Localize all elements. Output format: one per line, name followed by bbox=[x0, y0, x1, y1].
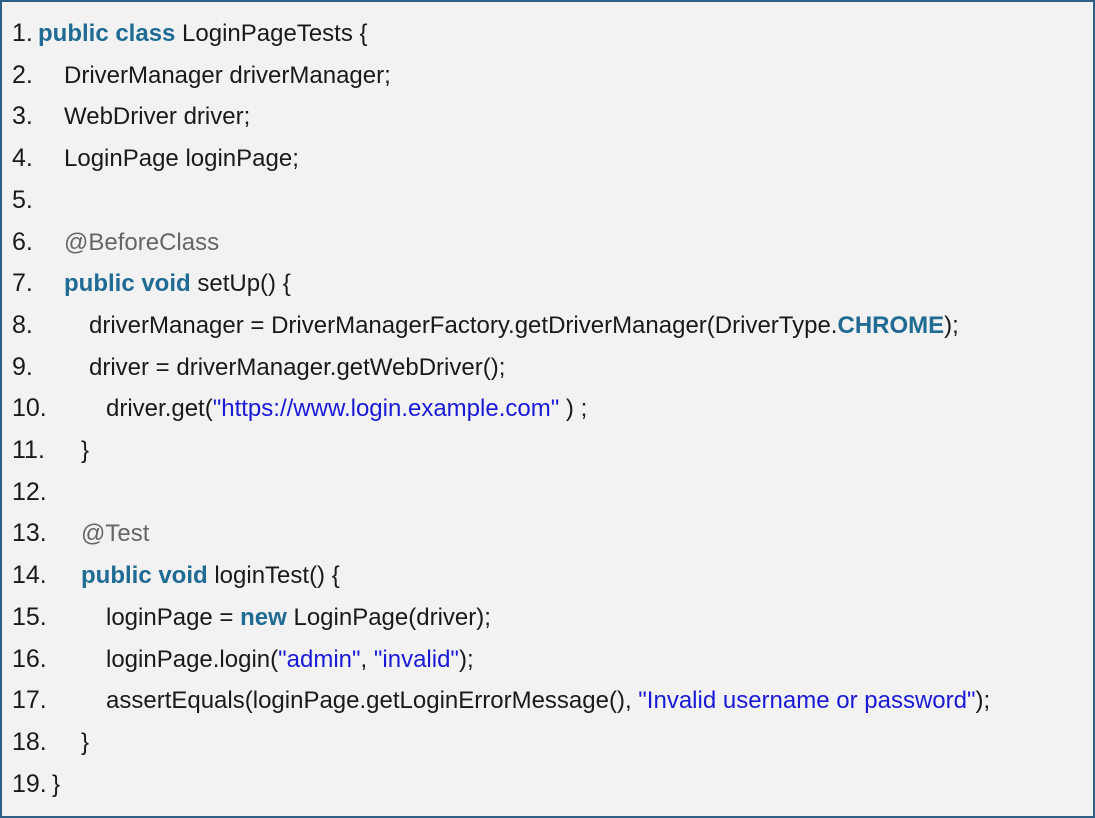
code-token: CHROME bbox=[837, 312, 945, 339]
code-token: } bbox=[81, 437, 90, 464]
code-line: 18.} bbox=[12, 722, 89, 763]
code-token: WebDriver driver; bbox=[64, 103, 251, 130]
code-text: @Test bbox=[81, 513, 149, 554]
code-line: 8. driverManager = DriverManagerFactory.g… bbox=[12, 305, 959, 346]
code-token: "Invalid username or password" bbox=[638, 687, 976, 714]
code-line: 17. assertEquals(loginPage.getLoginErrorM… bbox=[12, 680, 990, 721]
code-line: 2. DriverManager driverManager; bbox=[12, 55, 391, 96]
code-token: } bbox=[52, 771, 61, 798]
code-token: public class bbox=[38, 20, 176, 47]
code-line: 11.} bbox=[12, 430, 89, 471]
code-token: new bbox=[240, 604, 287, 631]
line-number: 17. bbox=[12, 686, 47, 714]
code-text: loginPage = new LoginPage(driver); bbox=[106, 597, 491, 638]
code-text: public void setUp() { bbox=[64, 263, 291, 304]
line-number: 7. bbox=[12, 269, 33, 297]
code-line: 12. bbox=[12, 472, 47, 513]
line-number: 16. bbox=[12, 645, 47, 673]
code-text: } bbox=[81, 722, 89, 763]
line-number: 11. bbox=[12, 436, 45, 464]
code-token: @Test bbox=[81, 520, 150, 547]
code-text: driverManager = DriverManagerFactory.get… bbox=[89, 305, 959, 346]
line-number: 9. bbox=[12, 353, 33, 381]
line-number: 15. bbox=[12, 603, 47, 631]
code-token: "invalid" bbox=[373, 646, 459, 673]
code-line: 19.} bbox=[12, 764, 60, 805]
code-token: setUp() { bbox=[190, 270, 291, 297]
line-number: 1. bbox=[12, 19, 33, 47]
code-token: loginPage = bbox=[106, 604, 241, 631]
line-number: 3. bbox=[12, 102, 33, 130]
line-number: 18. bbox=[12, 728, 47, 756]
code-text: } bbox=[52, 764, 60, 805]
line-number: 12. bbox=[12, 478, 47, 506]
code-line: 4. LoginPage loginPage; bbox=[12, 138, 299, 179]
code-line: 1.public class LoginPageTests { bbox=[12, 13, 368, 54]
code-line: 3. WebDriver driver; bbox=[12, 96, 250, 137]
code-line: 10. driver.get("https://www.login.example… bbox=[12, 388, 587, 429]
code-line: 9. driver = driverManager.getWebDriver(); bbox=[12, 347, 505, 388]
code-text: driver.get("https://www.login.example.co… bbox=[106, 388, 587, 429]
code-text: driver = driverManager.getWebDriver(); bbox=[89, 347, 505, 388]
code-token: public void bbox=[81, 562, 208, 589]
code-token: driver = driverManager.getWebDriver(); bbox=[89, 354, 506, 381]
code-line: 13. @Test bbox=[12, 513, 149, 554]
code-line: 16. loginPage.login("admin", "invalid"); bbox=[12, 639, 474, 680]
code-text: WebDriver driver; bbox=[64, 96, 250, 137]
line-number: 4. bbox=[12, 144, 33, 172]
code-text: public void loginTest() { bbox=[81, 555, 340, 596]
code-token: ) ; bbox=[559, 395, 588, 422]
code-line: 14. public void loginTest() { bbox=[12, 555, 340, 596]
code-token: @BeforeClass bbox=[64, 229, 220, 256]
code-text: @BeforeClass bbox=[64, 222, 219, 263]
code-text: assertEquals(loginPage.getLoginErrorMess… bbox=[106, 680, 990, 721]
code-token: driverManager = DriverManagerFactory.get… bbox=[89, 312, 838, 339]
code-token: ); bbox=[975, 687, 991, 714]
code-text: DriverManager driverManager; bbox=[64, 55, 391, 96]
code-text: } bbox=[81, 430, 89, 471]
code-token: assertEquals(loginPage.getLoginErrorMess… bbox=[106, 687, 639, 714]
code-token: public void bbox=[64, 270, 191, 297]
line-number: 19. bbox=[12, 770, 47, 798]
line-number: 10. bbox=[12, 394, 47, 422]
code-token: , bbox=[360, 646, 374, 673]
code-text: LoginPage loginPage; bbox=[64, 138, 299, 179]
code-text: public class LoginPageTests { bbox=[38, 13, 368, 54]
code-line: 7. public void setUp() { bbox=[12, 263, 291, 304]
code-token: LoginPage(driver); bbox=[286, 604, 491, 631]
line-number: 5. bbox=[12, 186, 33, 214]
code-line: 5. bbox=[12, 180, 33, 221]
code-line: 6. @BeforeClass bbox=[12, 222, 219, 263]
code-token: LoginPage loginPage; bbox=[64, 145, 299, 172]
code-token: DriverManager driverManager; bbox=[64, 62, 391, 89]
line-number: 14. bbox=[12, 561, 47, 589]
code-token: driver.get( bbox=[106, 395, 213, 422]
line-number: 13. bbox=[12, 519, 47, 547]
code-token: "admin" bbox=[278, 646, 361, 673]
line-number: 8. bbox=[12, 311, 33, 339]
line-number: 2. bbox=[12, 61, 33, 89]
code-token: LoginPageTests { bbox=[175, 20, 368, 47]
code-token: "https://www.login.example.com" bbox=[212, 395, 560, 422]
code-token: ); bbox=[458, 646, 474, 673]
code-token: loginTest() { bbox=[207, 562, 340, 589]
code-token: loginPage.login( bbox=[106, 646, 279, 673]
line-number: 6. bbox=[12, 228, 33, 256]
code-token: ); bbox=[944, 312, 959, 339]
code-line: 15. loginPage = new LoginPage(driver); bbox=[12, 597, 491, 638]
code-text: loginPage.login("admin", "invalid"); bbox=[106, 639, 474, 680]
code-token: } bbox=[81, 729, 90, 756]
